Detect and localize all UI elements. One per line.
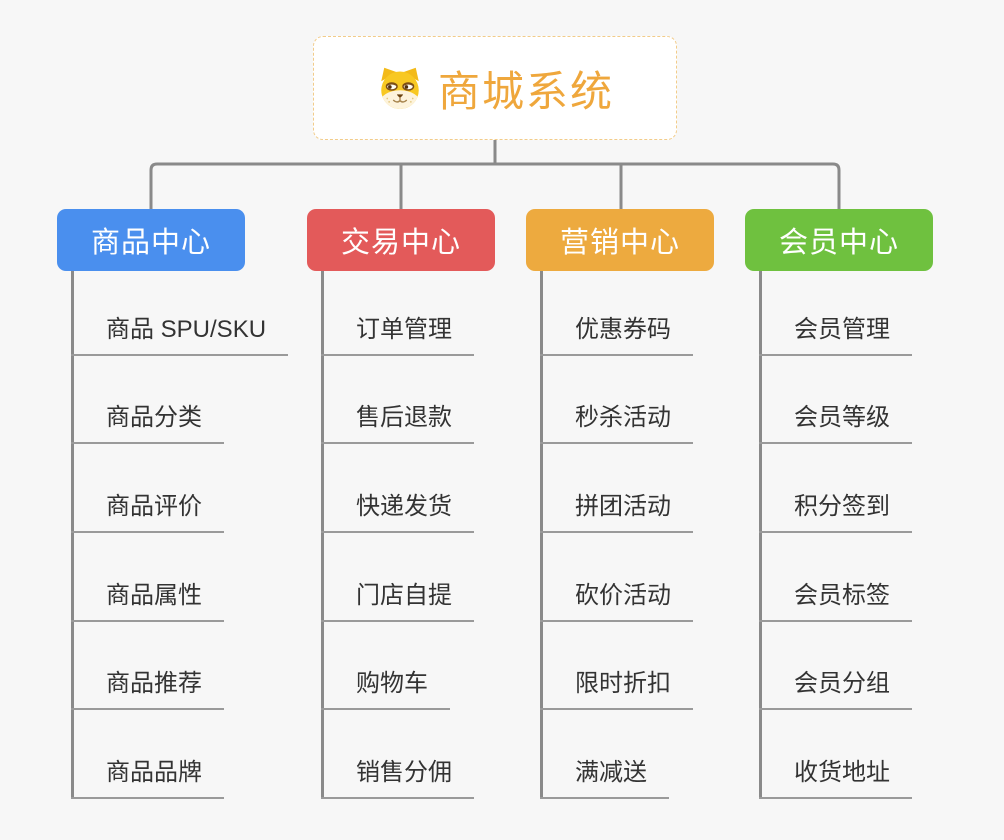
branch-label: 营销中心	[559, 227, 680, 259]
leaf-topic[interactable]: 会员分组	[759, 667, 912, 710]
leaf-topic[interactable]: 拼团活动	[540, 490, 693, 533]
leaf-topic[interactable]: 收货地址	[759, 756, 912, 799]
leaf-topic[interactable]: 售后退款	[321, 401, 474, 444]
leaf-topic[interactable]: 商品评价	[71, 490, 224, 533]
shiba-dog-icon	[376, 65, 424, 111]
branch-label: 会员中心	[778, 227, 899, 259]
leaf-topic[interactable]: 商品推荐	[71, 667, 224, 710]
branch-label: 商品中心	[90, 227, 211, 259]
branch-label: 交易中心	[340, 227, 461, 259]
root-title: 商城系统	[437, 67, 614, 115]
branch-header[interactable]: 交易中心	[307, 209, 495, 271]
branch-header[interactable]: 营销中心	[526, 209, 714, 271]
leaf-topic[interactable]: 订单管理	[321, 313, 474, 356]
leaf-topic[interactable]: 销售分佣	[321, 756, 474, 799]
leaf-topic[interactable]: 秒杀活动	[540, 401, 693, 444]
leaf-topic[interactable]: 商品分类	[71, 401, 224, 444]
leaf-topic[interactable]: 商品品牌	[71, 756, 224, 799]
leaf-topic[interactable]: 满减送	[540, 756, 669, 799]
branch-trunk-line	[759, 271, 762, 799]
leaf-topic[interactable]: 会员标签	[759, 579, 912, 622]
leaf-topic[interactable]: 砍价活动	[540, 579, 693, 622]
bus-line	[149, 162, 841, 209]
branch-trunk-line	[71, 271, 74, 799]
root-node[interactable]: 商城系统	[313, 36, 677, 140]
leaf-topic[interactable]: 会员等级	[759, 401, 912, 444]
branch-header[interactable]: 会员中心	[745, 209, 933, 271]
leaf-topic[interactable]: 购物车	[321, 667, 450, 710]
branch-header[interactable]: 商品中心	[57, 209, 245, 271]
branch-trunk-line	[540, 271, 543, 799]
leaf-topic[interactable]: 限时折扣	[540, 667, 693, 710]
leaf-topic[interactable]: 门店自提	[321, 579, 474, 622]
leaf-topic[interactable]: 积分签到	[759, 490, 912, 533]
branch-trunk-line	[321, 271, 324, 799]
leaf-topic[interactable]: 商品属性	[71, 579, 224, 622]
leaf-topic[interactable]: 优惠券码	[540, 313, 693, 356]
leaf-topic[interactable]: 快递发货	[321, 490, 474, 533]
leaf-topic[interactable]: 商品 SPU/SKU	[71, 313, 289, 356]
leaf-topic[interactable]: 会员管理	[759, 313, 912, 356]
